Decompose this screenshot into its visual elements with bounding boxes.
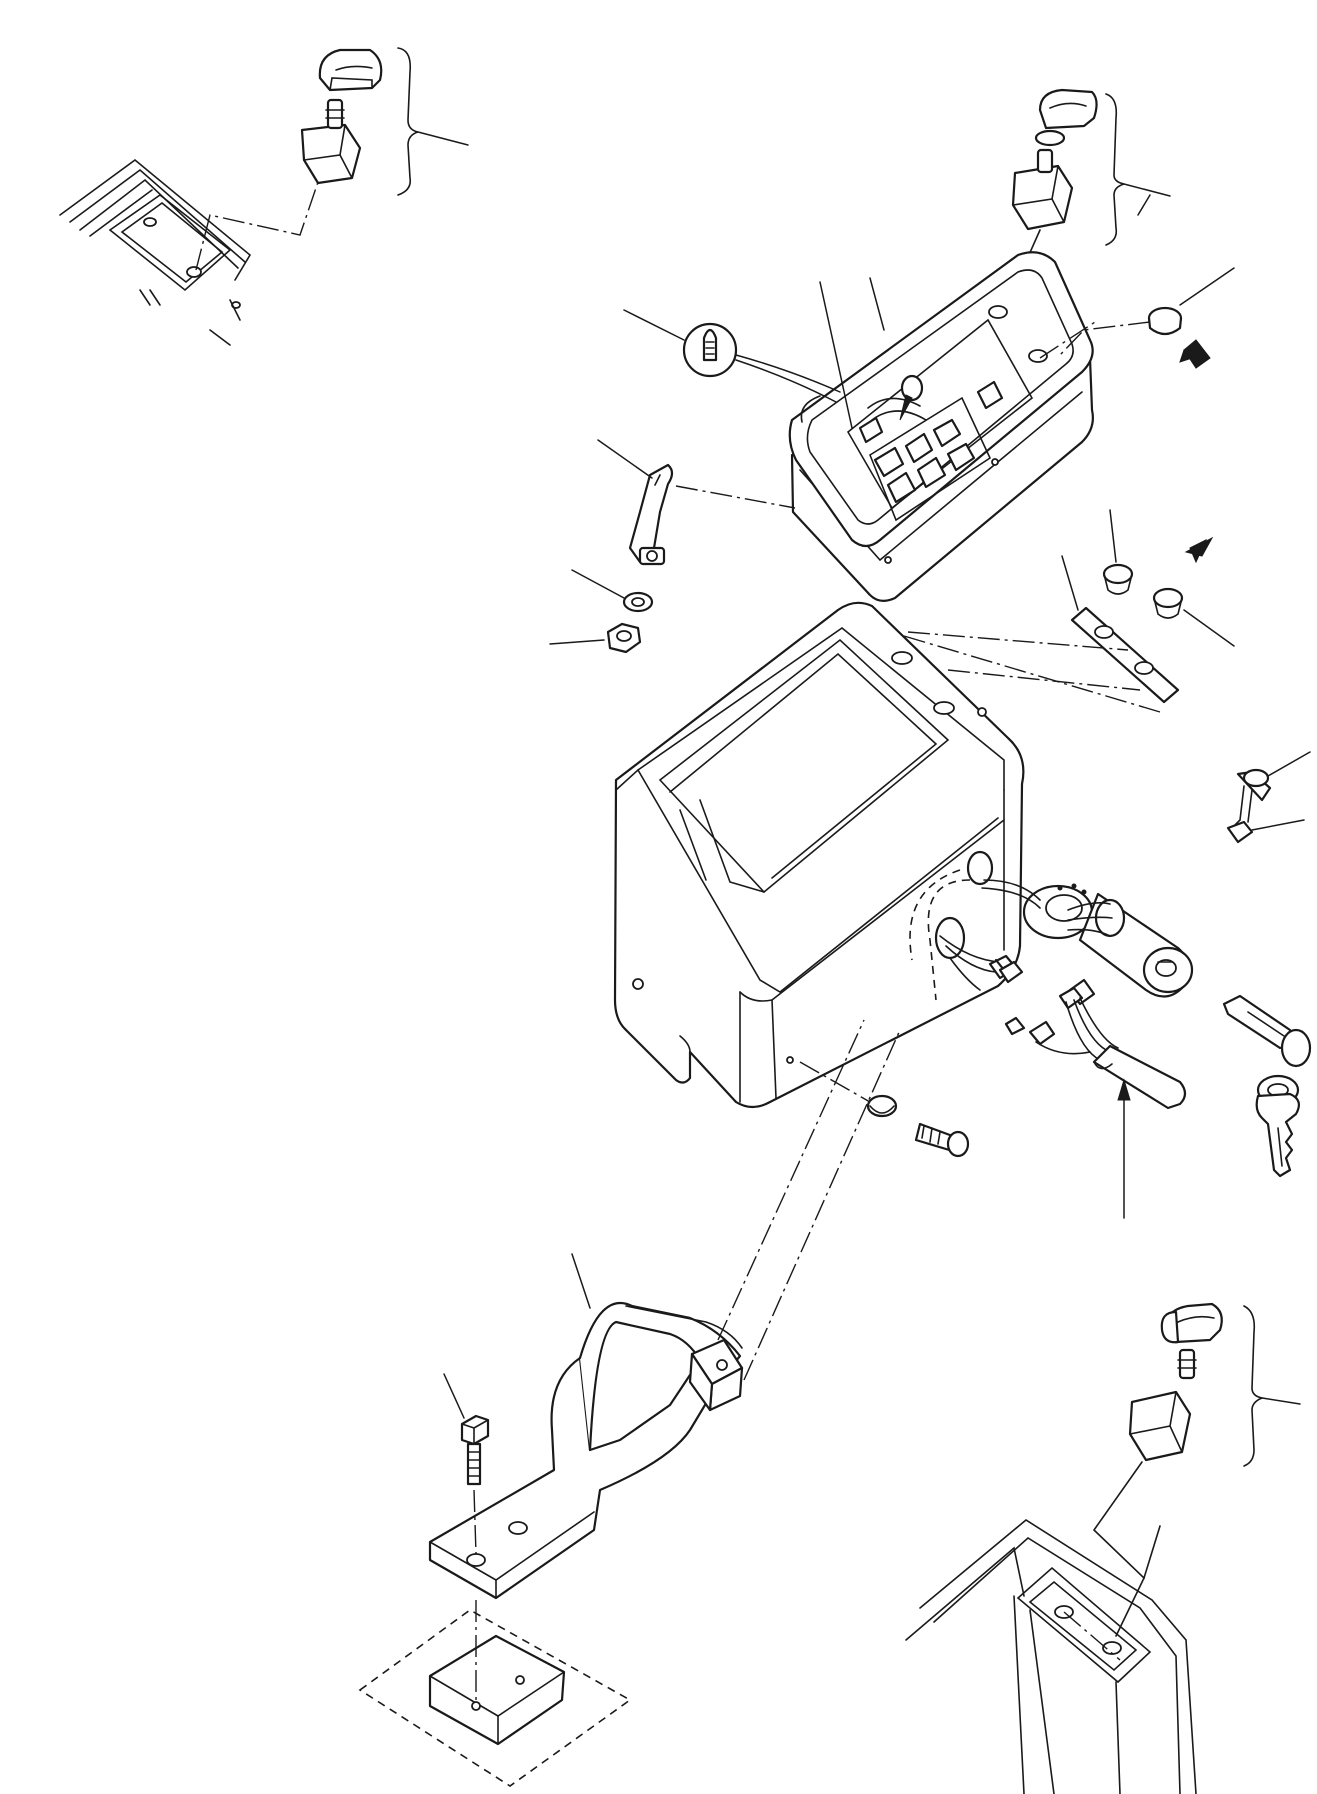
monitor-panel [788, 194, 1151, 602]
screw [799, 751, 1311, 1158]
bulb-detail [623, 309, 841, 403]
base-block [358, 1600, 632, 1787]
cover-box [613, 601, 1025, 1109]
washer [571, 569, 654, 613]
wiring-harness [939, 935, 1187, 1219]
lever [597, 439, 796, 566]
key-set [1222, 994, 1312, 1178]
mounting-plate [903, 509, 1235, 713]
nut [549, 622, 642, 654]
switch-knob-detail-top-left [59, 47, 469, 346]
support-bracket [428, 1019, 901, 1600]
bolt [443, 1373, 490, 1555]
ignition-starter-switch [909, 850, 1194, 1001]
switch-knob-detail-bottom-right [905, 1302, 1301, 1794]
switch-knob-detail-top-right [999, 88, 1171, 321]
blanking-plug [1039, 267, 1235, 369]
